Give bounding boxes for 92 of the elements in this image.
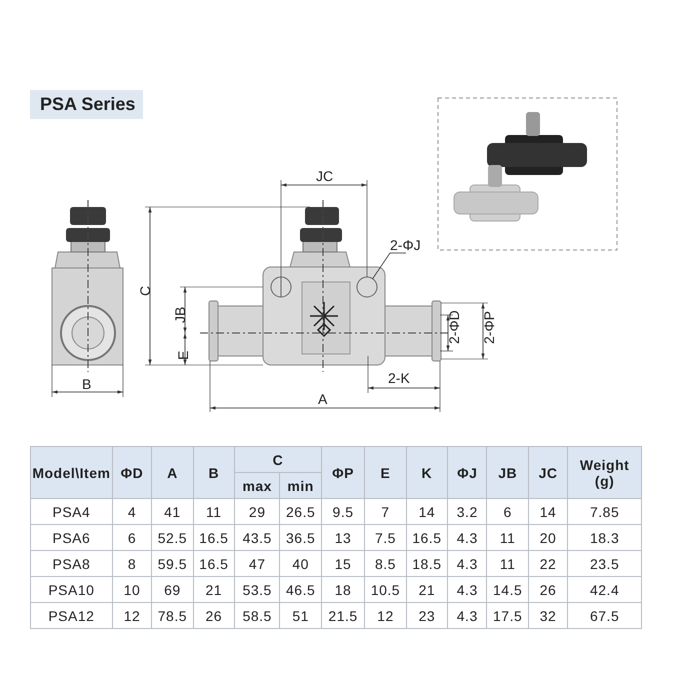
table-cell: 10.5 <box>364 576 406 602</box>
table-cell: 21 <box>193 576 234 602</box>
table-cell: 18.3 <box>568 524 642 550</box>
header-cell: ΦP <box>321 446 365 498</box>
table-cell: 32 <box>528 602 568 628</box>
table-cell: 58.5 <box>234 602 280 628</box>
header-cell: K <box>406 446 448 498</box>
header-cell: A <box>152 446 194 498</box>
table-cell: 69 <box>152 576 194 602</box>
table-cell: 78.5 <box>152 602 194 628</box>
dimension-label: 2-ΦP <box>481 311 497 344</box>
callout-label: 2-ΦJ <box>390 237 421 253</box>
table-cell: PSA12 <box>30 602 112 628</box>
table-cell: 9.5 <box>321 498 365 524</box>
table-cell: 22 <box>528 550 568 576</box>
table-cell: 59.5 <box>152 550 194 576</box>
table-cell: 6 <box>112 524 152 550</box>
header-cell: ΦJ <box>448 446 487 498</box>
table-cell: 7.5 <box>364 524 406 550</box>
header-cell: B <box>193 446 234 498</box>
table-cell: 26 <box>528 576 568 602</box>
table-cell: 51 <box>280 602 322 628</box>
table-cell: PSA6 <box>30 524 112 550</box>
table-cell: 23.5 <box>568 550 642 576</box>
table-cell: 13 <box>321 524 365 550</box>
table-cell: 17.5 <box>486 602 528 628</box>
table-cell: 14.5 <box>486 576 528 602</box>
table-cell: 20 <box>528 524 568 550</box>
dimension-label: JC <box>316 168 334 184</box>
table-cell: 6 <box>486 498 528 524</box>
dimension-label: JB <box>172 306 188 323</box>
table-cell: 4.3 <box>448 602 487 628</box>
table-cell: 21.5 <box>321 602 365 628</box>
table-cell: 47 <box>234 550 280 576</box>
header-cell: ΦD <box>112 446 152 498</box>
table-cell: 16.5 <box>193 524 234 550</box>
mounting-hole <box>356 276 378 298</box>
leader-line <box>372 252 406 280</box>
header-cell: JC <box>528 446 568 498</box>
table-cell: 11 <box>193 498 234 524</box>
table-cell: PSA10 <box>30 576 112 602</box>
table-cell: 40 <box>280 550 322 576</box>
table-cell: 4 <box>112 498 152 524</box>
table-cell: 26 <box>193 602 234 628</box>
table-cell: 4.3 <box>448 576 487 602</box>
table-cell: 29 <box>234 498 280 524</box>
table-cell: 7 <box>364 498 406 524</box>
table-cell: 11 <box>486 550 528 576</box>
table-cell: 67.5 <box>568 602 642 628</box>
dimension-label: B <box>82 376 92 392</box>
table-cell: 21 <box>406 576 448 602</box>
table-cell: 18.5 <box>406 550 448 576</box>
table-cell: 10 <box>112 576 152 602</box>
table-cell: 14 <box>528 498 568 524</box>
series-title: PSA Series <box>30 90 144 119</box>
table-cell: 53.5 <box>234 576 280 602</box>
table-cell: 14 <box>406 498 448 524</box>
table-cell: 3.2 <box>448 498 487 524</box>
table-cell: 43.5 <box>234 524 280 550</box>
header-cell: max <box>234 472 280 498</box>
table-cell: 4.3 <box>448 550 487 576</box>
table-cell: 11 <box>486 524 528 550</box>
table-cell: 16.5 <box>193 550 234 576</box>
table-cell: 15 <box>321 550 365 576</box>
table-cell: 41 <box>152 498 194 524</box>
dimension-label: 2-K <box>388 370 410 386</box>
header-cell: min <box>280 472 322 498</box>
dimension-label: E <box>175 350 191 360</box>
dimension-label: 2-ΦD <box>446 310 462 344</box>
header-cell: Model\Item <box>30 446 112 498</box>
table-cell: 8.5 <box>364 550 406 576</box>
table-cell: PSA4 <box>30 498 112 524</box>
header-cell: E <box>364 446 406 498</box>
table-cell: 4.3 <box>448 524 487 550</box>
table-cell: 23 <box>406 602 448 628</box>
table-cell: 26.5 <box>280 498 322 524</box>
table-cell: 18 <box>321 576 365 602</box>
header-cell: Weight (g) <box>568 446 642 498</box>
header-cell: JB <box>486 446 528 498</box>
table-cell: 42.4 <box>568 576 642 602</box>
table-cell: 46.5 <box>280 576 322 602</box>
table-cell: 52.5 <box>152 524 194 550</box>
table-cell: PSA8 <box>30 550 112 576</box>
table-cell: 7.85 <box>568 498 642 524</box>
table-cell: 36.5 <box>280 524 322 550</box>
dimension-label: C <box>137 286 153 296</box>
table-cell: 12 <box>364 602 406 628</box>
table-cell: 12 <box>112 602 152 628</box>
table-cell: 8 <box>112 550 152 576</box>
dimension-label: A <box>318 391 328 407</box>
header-cell: C <box>234 446 322 472</box>
table-cell: 16.5 <box>406 524 448 550</box>
